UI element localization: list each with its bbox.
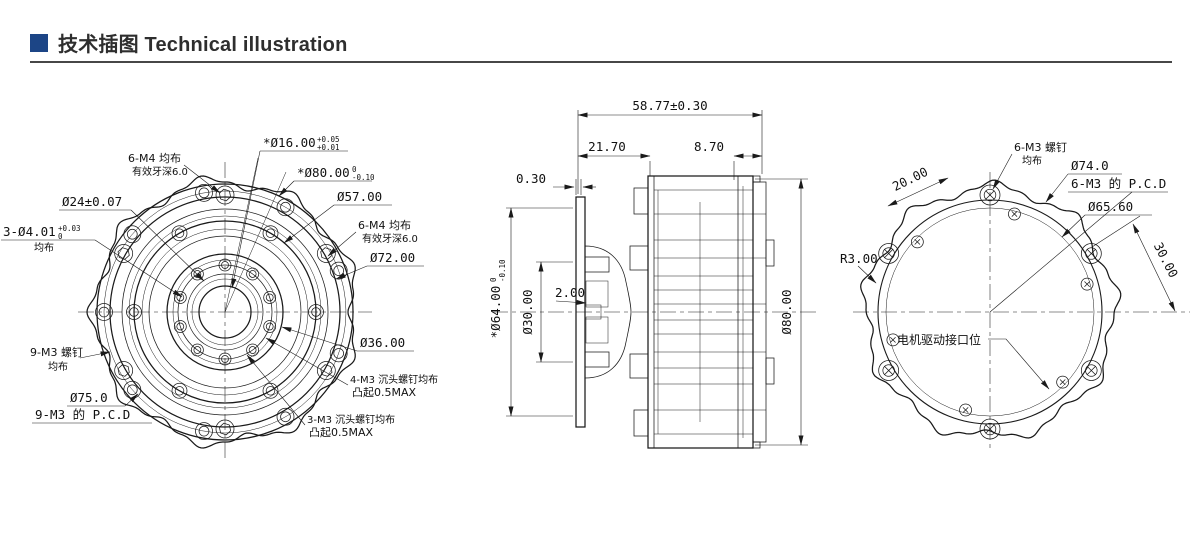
svg-text:*Ø16.00: *Ø16.00 [263, 135, 316, 150]
rear-centerlines [853, 172, 1190, 452]
svg-text:*Ø64.00: *Ø64.00 [488, 286, 503, 339]
rear-view: 6-M3 螺钉 均布 Ø74.0 6-M3 的 P.C.D Ø65.60 20.… [840, 141, 1190, 452]
rear-r3-dim-label: R3.00 [840, 251, 878, 266]
front-d36-dim-label: Ø36.00 [360, 335, 405, 350]
svg-text:9-M3 螺钉: 9-M3 螺钉 [30, 346, 83, 359]
side-dimension-lines [508, 112, 804, 446]
side-labels: 58.77±0.30 21.70 8.70 0.30 *Ø64.00 0 -0.… [488, 98, 794, 338]
rear-motor-note-label: 电机驱动接口位 [897, 332, 981, 347]
rear-screw-ring-6m3 [878, 184, 1102, 440]
rear-outline [860, 179, 1122, 439]
svg-text:*Ø80.00: *Ø80.00 [297, 165, 350, 180]
svg-text:0: 0 [58, 232, 63, 241]
svg-text:均布: 均布 [34, 242, 54, 254]
svg-text:6-M3 螺钉: 6-M3 螺钉 [1014, 141, 1067, 154]
rear-30-dim-label: 30.00 [1151, 240, 1181, 280]
side-d64-dim-label: *Ø64.00 0 -0.10 [488, 259, 507, 338]
svg-text:有效牙深6.0: 有效牙深6.0 [132, 165, 188, 178]
front-pcd75-label: Ø75.0 9-M3 的 P.C.D [35, 390, 130, 422]
front-m3-9-label: 9-M3 螺钉 均布 [30, 346, 83, 373]
front-leader-lines [1, 150, 424, 426]
svg-text:-0.10: -0.10 [498, 259, 507, 282]
front-circles [96, 183, 354, 441]
front-m3-4-label: 4-M3 沉头螺钉均布 凸起0.5MAX [350, 373, 438, 399]
svg-text:6-M4 均布: 6-M4 均布 [128, 152, 181, 165]
svg-text:均布: 均布 [48, 361, 68, 373]
side-total-dim-label: 58.77±0.30 [632, 98, 707, 113]
svg-text:+0.05: +0.05 [317, 135, 340, 144]
svg-text:凸起0.5MAX: 凸起0.5MAX [309, 426, 374, 439]
front-labels: *Ø16.00 +0.05 +0.01 6-M4 均布 有效牙深6.0 *Ø80… [3, 135, 438, 439]
svg-text:4-M3 沉头螺钉均布: 4-M3 沉头螺钉均布 [350, 373, 438, 386]
rear-pcd74-label: 6-M3 的 P.C.D [1071, 176, 1166, 191]
front-outline [86, 175, 356, 449]
front-view: *Ø16.00 +0.05 +0.01 6-M4 均布 有效牙深6.0 *Ø80… [1, 135, 438, 462]
front-m4-right-label: 6-M4 均布 有效牙深6.0 [358, 219, 418, 245]
rear-d74-dim-label: Ø74.0 [1071, 158, 1109, 173]
rear-dimension-lines [857, 153, 1176, 390]
side-extension-lines [506, 110, 808, 446]
header-divider [30, 61, 1172, 63]
front-d72-dim-label: Ø72.00 [370, 250, 415, 265]
svg-text:有效牙深6.0: 有效牙深6.0 [362, 232, 418, 245]
rear-d6560-dim-label: Ø65.60 [1088, 199, 1133, 214]
section-header: 技术插图 Technical illustration [30, 28, 348, 57]
side-d30-dim-label: Ø30.00 [520, 289, 535, 334]
svg-text:3-M3 沉头螺钉均布: 3-M3 沉头螺钉均布 [307, 413, 395, 426]
side-main-body [629, 175, 775, 449]
svg-text:30.00: 30.00 [1151, 240, 1181, 280]
svg-text:+0.03: +0.03 [58, 224, 81, 233]
rear-reference-lines [989, 191, 1141, 313]
svg-text:0: 0 [352, 165, 357, 174]
side-hub-section [584, 245, 632, 379]
side-output-plate [575, 196, 586, 428]
svg-text:9-M3 的 P.C.D: 9-M3 的 P.C.D [35, 407, 130, 422]
side-d80-dim-label: Ø80.00 [779, 289, 794, 334]
svg-text:均布: 均布 [1022, 155, 1042, 167]
svg-text:0: 0 [489, 277, 498, 282]
svg-text:Ø30.00: Ø30.00 [520, 289, 535, 334]
svg-text:Ø75.0: Ø75.0 [70, 390, 108, 405]
svg-text:6-M4 均布: 6-M4 均布 [358, 219, 411, 232]
page-title: 技术插图 Technical illustration [58, 34, 348, 56]
side-view: 58.77±0.30 21.70 8.70 0.30 *Ø64.00 0 -0.… [488, 98, 818, 449]
front-d401-dim-label: 3-Ø4.01 +0.03 0 均布 [3, 224, 81, 254]
side-gap-dim-label: 0.30 [516, 171, 546, 186]
rear-small-screw-ring [886, 207, 1094, 417]
front-d57-dim-label: Ø57.00 [337, 189, 382, 204]
svg-text:-0.10: -0.10 [352, 173, 375, 182]
svg-text:+0.01: +0.01 [317, 143, 340, 152]
rear-m3-6-label: 6-M3 螺钉 均布 [1014, 141, 1067, 167]
svg-text:3-Ø4.01: 3-Ø4.01 [3, 224, 56, 239]
section-marker-icon [30, 33, 48, 52]
front-bore-dim-label: *Ø16.00 +0.05 +0.01 [263, 135, 340, 152]
front-mid-hole-ring [126, 225, 324, 399]
side-left-dim-label: 21.70 [588, 139, 626, 154]
front-d80-dim-label: *Ø80.00 0 -0.10 [297, 165, 375, 182]
side-right-dim-label: 8.70 [694, 139, 724, 154]
front-d24-dim-label: Ø24±0.07 [62, 194, 122, 209]
rear-circles [877, 199, 1103, 425]
side-body-internal-lines [654, 189, 766, 435]
side-thickness-dim-label: 2.00 [555, 285, 585, 300]
front-m3-3-label: 3-M3 沉头螺钉均布 凸起0.5MAX [307, 413, 395, 439]
svg-text:凸起0.5MAX: 凸起0.5MAX [352, 386, 417, 399]
svg-text:Ø80.00: Ø80.00 [779, 289, 794, 334]
front-m4-top-label: 6-M4 均布 有效牙深6.0 [128, 152, 188, 178]
